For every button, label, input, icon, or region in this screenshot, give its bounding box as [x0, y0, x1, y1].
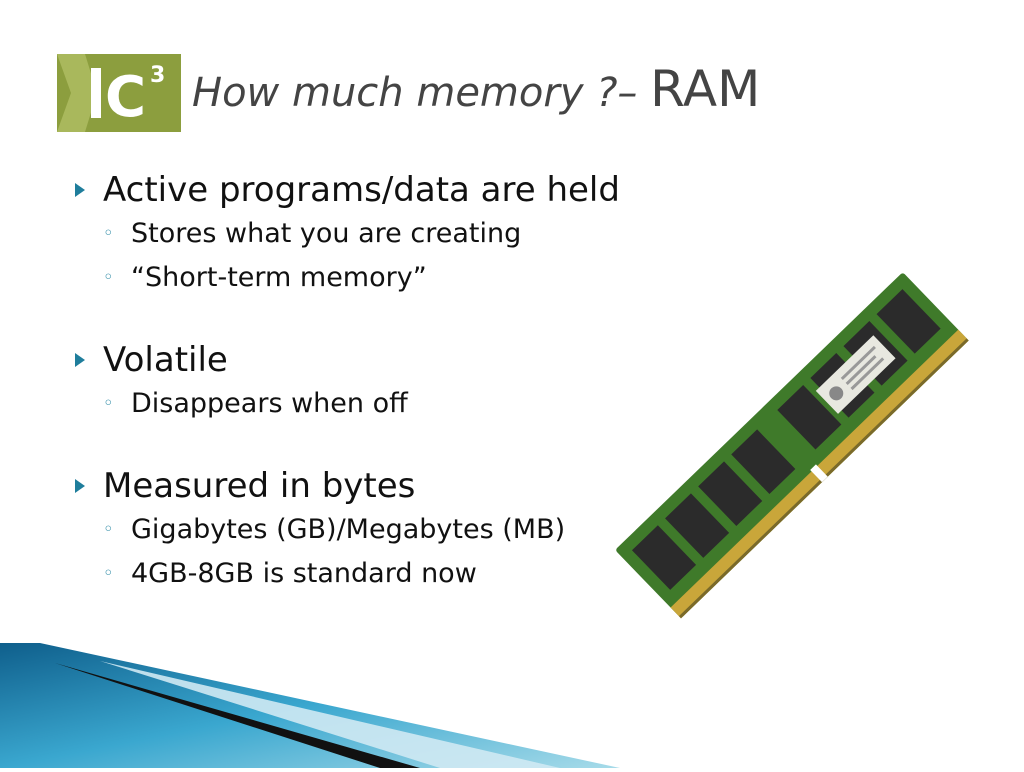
sub-bullet-text: 4GB-8GB is standard now [131, 558, 477, 589]
bullet-item: Active programs/data are held [75, 168, 635, 212]
circle-outline-icon: ◦ [103, 519, 114, 540]
bullet-group: Volatile ◦ Disappears when off [75, 338, 635, 426]
bullet-group: Measured in bytes ◦ Gigabytes (GB)/Megab… [75, 464, 635, 596]
slide-title: How much memory ?– RAM [192, 60, 760, 130]
circle-outline-icon: ◦ [103, 223, 114, 244]
sub-bullet-item: ◦ Stores what you are creating [103, 212, 635, 256]
sub-bullet-text: Gigabytes (GB)/Megabytes (MB) [131, 514, 566, 545]
sub-bullet-item: ◦ “Short-term memory” [103, 256, 635, 300]
circle-outline-icon: ◦ [103, 563, 114, 584]
triangle-right-icon [75, 168, 103, 212]
sub-bullet-text: Disappears when off [131, 388, 408, 419]
bullet-group: Active programs/data are held ◦ Stores w… [75, 168, 635, 300]
sub-bullet-text: “Short-term memory” [131, 262, 427, 293]
decorative-stripe [0, 643, 620, 768]
sub-bullet-item: ◦ 4GB-8GB is standard now [103, 552, 635, 596]
logo-superscript: 3 [150, 63, 165, 88]
bullet-text: Volatile [103, 340, 228, 380]
sub-bullet-text: Stores what you are creating [131, 218, 522, 249]
circle-outline-icon: ◦ [103, 393, 114, 414]
ram-module-image [605, 250, 990, 630]
bullet-item: Measured in bytes [75, 464, 635, 508]
title-emphasis: RAM [650, 60, 761, 118]
title-main: How much memory ?– [192, 70, 651, 116]
bullet-item: Volatile [75, 338, 635, 382]
triangle-right-icon [75, 464, 103, 508]
logo-letter: C [105, 65, 146, 130]
bullet-text: Measured in bytes [103, 466, 416, 506]
triangle-right-icon [75, 338, 103, 382]
sub-bullet-item: ◦ Gigabytes (GB)/Megabytes (MB) [103, 508, 635, 552]
bullet-text: Active programs/data are held [103, 170, 620, 210]
ic3-logo: C 3 [57, 54, 181, 132]
circle-outline-icon: ◦ [103, 267, 114, 288]
sub-bullet-item: ◦ Disappears when off [103, 382, 635, 426]
bullet-list: Active programs/data are held ◦ Stores w… [75, 168, 635, 634]
